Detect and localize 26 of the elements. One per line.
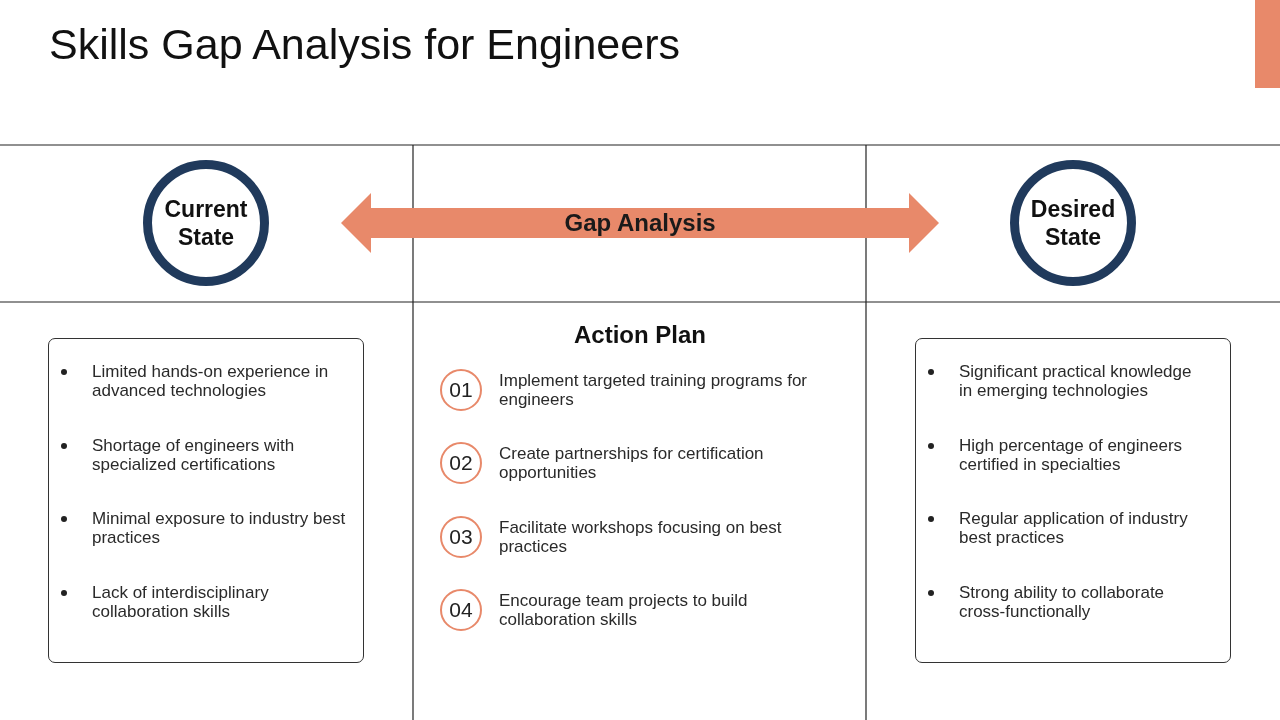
step-text: Encourage team projects to build collaboration skills: [499, 591, 749, 629]
step-text: Create partnerships for certification opportunities: [499, 444, 765, 482]
bullet-text: Minimal exposure to industry best practices: [92, 509, 347, 547]
step-circle: [440, 589, 482, 631]
state-label: Current State: [163, 195, 249, 251]
step-circle: [440, 516, 482, 558]
slide-title: Skills Gap Analysis for Engineers: [49, 19, 680, 69]
bullet-text: Significant practical knowledge in emerging technologies: [959, 362, 1193, 400]
bullet-text: Regular application of industry best practices: [959, 509, 1189, 547]
step-number: 02: [449, 452, 473, 474]
bullet-text: Shortage of engineers with specialized certifications: [92, 435, 296, 474]
step-circle: [440, 442, 482, 484]
bullet-list-panel: [48, 338, 364, 663]
state-label: Desired State: [1029, 195, 1117, 251]
bullet-text: Strong ability to collaborate cross-functionally: [959, 582, 1166, 621]
step-number: 01: [449, 379, 473, 401]
step-text: Implement targeted training programs for engineers: [499, 371, 809, 409]
step-number: 03: [449, 526, 473, 548]
step-number: 04: [449, 599, 473, 621]
bullet-text: Limited hands-on experience in advanced technologies: [92, 362, 330, 400]
bullet-list-panel: [915, 338, 1231, 663]
step-circle: [440, 369, 482, 411]
step-text: Facilitate workshops focusing on best practices: [499, 518, 783, 556]
section-heading: Action Plan: [574, 321, 706, 349]
bullet-text: High percentage of engineers certified in specialties: [959, 435, 1184, 474]
bullet-text: Lack of interdisciplinary collaboration skills: [92, 582, 270, 621]
